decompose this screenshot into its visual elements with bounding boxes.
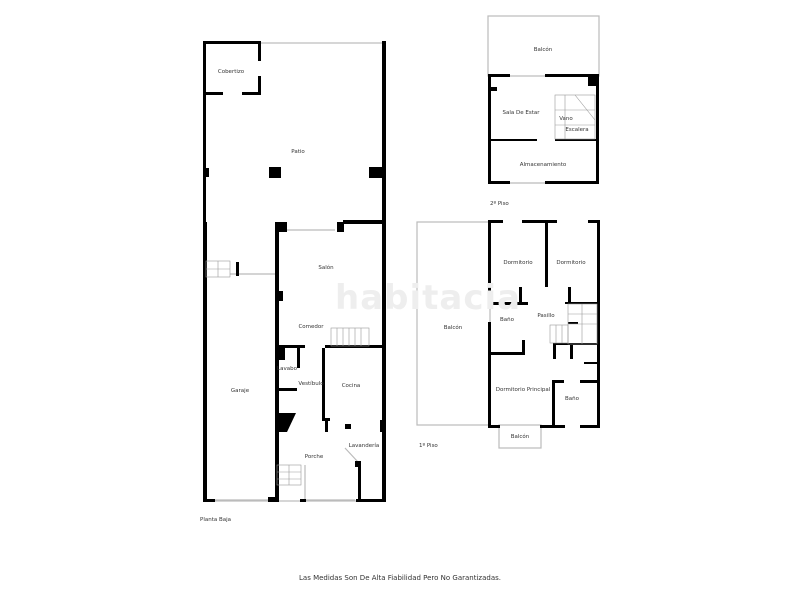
room-label-dormitorio-principal: Dormitorio Principal bbox=[495, 387, 551, 393]
room-label-balcon-1: Balcón bbox=[443, 325, 463, 331]
room-label-salon: Salón bbox=[318, 265, 334, 271]
room-label-cocina: Cocina bbox=[341, 383, 361, 389]
room-label-lavabo: Lavabo bbox=[277, 366, 297, 372]
room-label-cobertizo: Cobertizo bbox=[217, 69, 245, 75]
floor-name-2-piso: 2º Piso bbox=[490, 201, 509, 207]
room-label-vestibulo: Vestíbulo bbox=[298, 381, 324, 387]
room-label-porche: Porche bbox=[304, 454, 324, 460]
room-label-bano-2: Baño bbox=[565, 396, 579, 402]
floor-name-planta-baja: Planta Baja bbox=[200, 517, 232, 523]
room-label-garaje: Garaje bbox=[230, 388, 250, 394]
room-label-balcon-2: Balcón bbox=[510, 434, 530, 440]
room-label-patio: Patio bbox=[291, 149, 305, 155]
room-label-comedor: Comedor bbox=[298, 324, 324, 330]
room-label-lavanderia: Lavandería bbox=[348, 443, 380, 449]
room-label-balcon-3: Balcón bbox=[533, 47, 553, 53]
room-label-pasillo: Pasillo bbox=[537, 313, 555, 319]
room-label-escalera: Escalera bbox=[565, 127, 589, 133]
room-label-almacenamiento: Almacenamiento bbox=[519, 162, 567, 168]
disclaimer-text: Las Medidas Son De Alta Fiabilidad Pero … bbox=[299, 574, 501, 582]
room-label-dormitorio-1: Dormitorio bbox=[503, 260, 533, 266]
watermark: habitacia bbox=[335, 278, 522, 318]
room-label-sala-de-estar: Sala De Estar bbox=[502, 110, 540, 116]
floor-name-1-piso: 1º Piso bbox=[419, 443, 438, 449]
room-label-bano-1: Baño bbox=[500, 317, 514, 323]
room-label-vano: Vano bbox=[559, 116, 573, 122]
room-label-dormitorio-2: Dormitorio bbox=[556, 260, 586, 266]
